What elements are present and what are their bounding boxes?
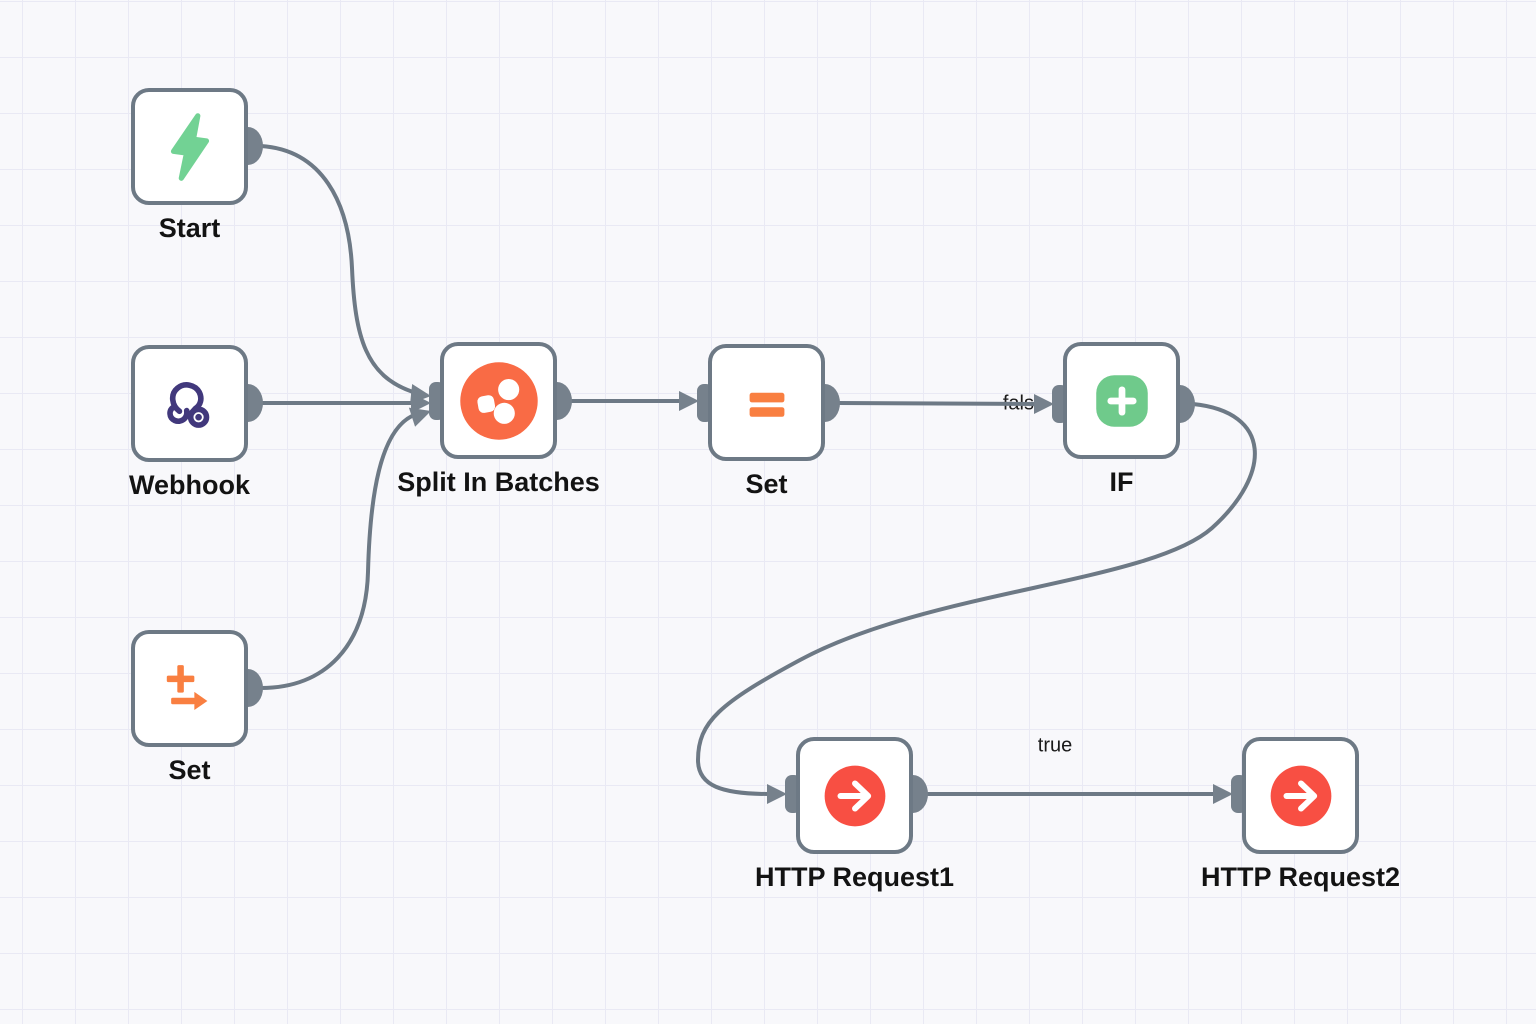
node-label-set-2: Set — [745, 469, 788, 499]
webhook-icon — [166, 381, 209, 428]
split-dots-circle-icon — [459, 361, 538, 440]
node-label-split-in-batches: Split In Batches — [397, 467, 600, 497]
arrowhead-webhook-to-split — [411, 393, 431, 413]
arrowhead-if-to-http1 — [767, 784, 787, 804]
node-webhook[interactable]: Webhook — [129, 345, 250, 500]
node-webhook-box[interactable] — [131, 345, 248, 462]
node-http-request-1-box[interactable] — [796, 737, 913, 854]
output-port-webhook[interactable] — [248, 384, 263, 422]
output-port-start[interactable] — [248, 127, 263, 165]
arrowhead-http1-to-http2 — [1213, 784, 1233, 804]
node-http-request-2[interactable]: HTTP Request2 — [1201, 737, 1400, 892]
connection-start-to-split[interactable] — [260, 144, 414, 394]
output-port-set1[interactable] — [248, 669, 263, 707]
plus-arrow-icon — [166, 664, 207, 710]
node-label-if: IF — [1109, 467, 1134, 497]
node-http-request-2-box[interactable] — [1242, 737, 1359, 854]
node-set-2-box[interactable] — [708, 344, 825, 461]
node-set-2[interactable]: Set — [708, 344, 825, 499]
node-label-http-request-1: HTTP Request1 — [754, 862, 955, 892]
edge-label-true: true — [1037, 734, 1073, 757]
node-label-webhook: Webhook — [129, 470, 250, 500]
plus-squircle-icon — [1095, 374, 1148, 427]
node-if-box[interactable] — [1063, 342, 1180, 459]
connection-set1-to-split[interactable] — [260, 414, 413, 690]
arrow-right-circle-icon — [1270, 765, 1331, 826]
node-label-http-request-2: HTTP Request2 — [1200, 862, 1401, 892]
arrow-right-circle-icon — [824, 765, 885, 826]
node-set-1-box[interactable] — [131, 630, 248, 747]
arrowhead-set1-to-split — [408, 407, 431, 427]
arrowhead-split-to-set2 — [679, 391, 699, 411]
node-start[interactable]: Start — [131, 88, 248, 243]
equals-icon — [749, 392, 784, 417]
output-port-set2[interactable] — [825, 384, 840, 422]
node-label-start: Start — [158, 213, 221, 243]
node-split-in-batches[interactable]: Split In Batches — [397, 342, 600, 497]
lightning-bolt-icon — [170, 112, 209, 181]
output-port-http1[interactable] — [913, 775, 928, 813]
node-split-in-batches-box[interactable] — [440, 342, 557, 459]
node-set-1[interactable]: Set — [131, 630, 248, 785]
output-port-if[interactable] — [1180, 385, 1195, 423]
node-http-request-1[interactable]: HTTP Request1 — [755, 737, 954, 892]
node-if[interactable]: IF — [1063, 342, 1180, 497]
node-start-box[interactable] — [131, 88, 248, 205]
output-port-split[interactable] — [557, 382, 572, 420]
connection-set2-to-if[interactable] — [837, 401, 1037, 406]
node-label-set-1: Set — [168, 755, 211, 785]
arrowhead-set2-to-if — [1034, 394, 1054, 414]
connection-if-to-http1[interactable] — [695, 402, 1257, 796]
